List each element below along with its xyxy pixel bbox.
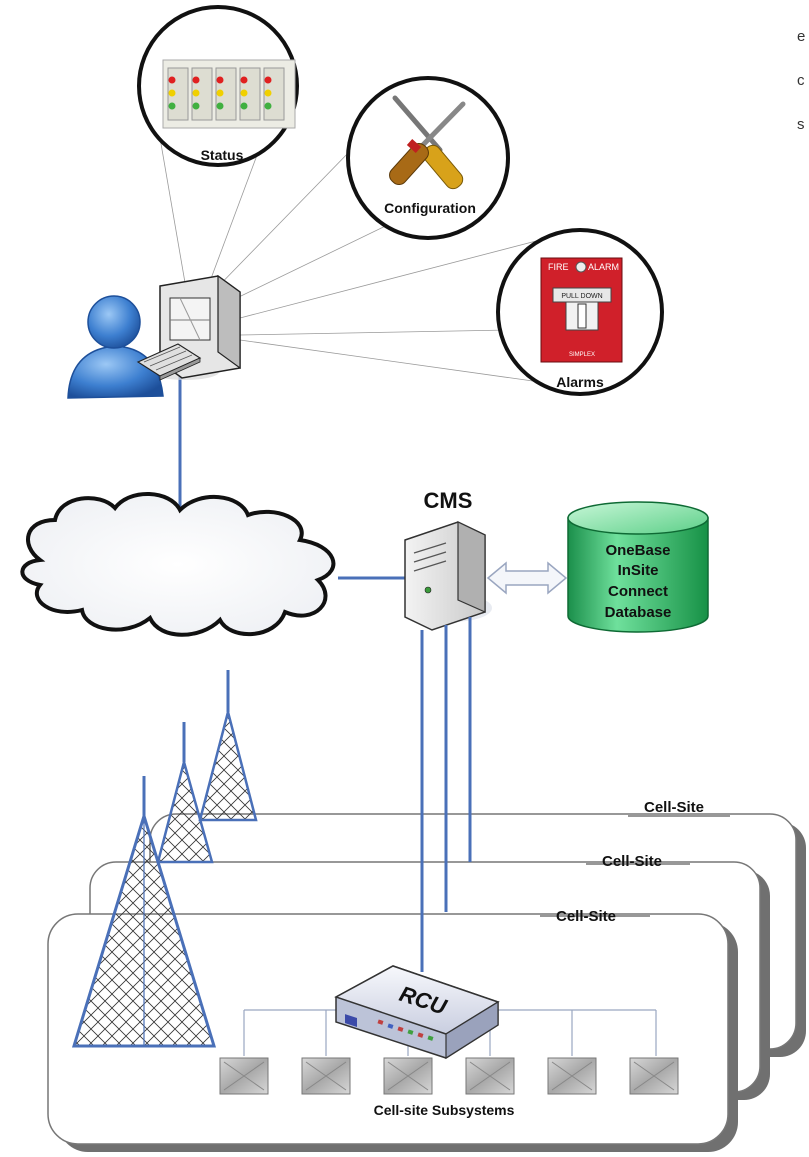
cell-tower-icon-2 bbox=[156, 722, 214, 864]
callout-lines bbox=[149, 79, 541, 383]
side-text-3: s bbox=[797, 116, 805, 133]
cms-server: CMS bbox=[338, 488, 492, 631]
workstation bbox=[67, 274, 241, 516]
alarms-callout: FIRE ALARM PULL DOWN SIMPLEX Alarms bbox=[496, 228, 664, 396]
power-led-icon bbox=[424, 586, 432, 594]
alarm-pull-text: PULL DOWN bbox=[561, 293, 602, 300]
keyboard-icon bbox=[136, 343, 202, 381]
configuration-label: Configuration bbox=[384, 200, 476, 216]
side-text-2: c bbox=[797, 72, 805, 89]
fire-alarm-icon: FIRE ALARM PULL DOWN SIMPLEX bbox=[540, 257, 623, 363]
rcu-device: RCU bbox=[334, 965, 500, 1060]
alarms-label: Alarms bbox=[556, 374, 604, 390]
status-label: Status bbox=[201, 147, 244, 163]
status-callout: Status bbox=[137, 5, 299, 167]
database-cylinder: OneBase InSite Connect Database bbox=[567, 501, 709, 633]
status-light-icon bbox=[167, 67, 285, 121]
subsystem-box-icon-3 bbox=[383, 1057, 433, 1095]
alarm-fire-text: FIRE bbox=[548, 262, 569, 272]
alarm-alarm-text: ALARM bbox=[588, 262, 619, 272]
cell-site-label-1: Cell-Site bbox=[644, 799, 704, 816]
subsystem-box-icon-2 bbox=[301, 1057, 351, 1095]
user-icon bbox=[67, 295, 164, 399]
db-line-3: Connect bbox=[608, 583, 668, 600]
db-line-4: Database bbox=[605, 604, 672, 621]
subsystems-label: Cell-site Subsystems bbox=[374, 1102, 515, 1118]
cell-site-label-2: Cell-Site bbox=[602, 853, 662, 870]
subsystem-boxes bbox=[219, 1057, 679, 1095]
rcu-leds bbox=[377, 1019, 434, 1041]
configuration-callout: Configuration bbox=[346, 76, 510, 240]
db-line-2: InSite bbox=[618, 562, 659, 579]
subsystem-box-icon bbox=[219, 1057, 269, 1095]
cell-towers bbox=[156, 670, 258, 864]
cell-site-label-3: Cell-Site bbox=[556, 908, 616, 925]
screwdriver-icon bbox=[389, 95, 466, 190]
cms-label: CMS bbox=[424, 488, 473, 513]
side-text-1: e bbox=[797, 28, 806, 45]
db-line-1: OneBase bbox=[605, 542, 670, 559]
network-cloud bbox=[20, 492, 336, 637]
cell-tower-front bbox=[71, 776, 217, 1048]
cell-tower-icon bbox=[198, 670, 258, 822]
subsystem-box-icon-4 bbox=[465, 1057, 515, 1095]
cell-site-labels: Cell-Site Cell-Site Cell-Site bbox=[540, 799, 730, 925]
subsystem-box-icon-6 bbox=[629, 1057, 679, 1095]
subsystem-box-icon-5 bbox=[547, 1057, 597, 1095]
alarm-brand-text: SIMPLEX bbox=[569, 352, 595, 358]
double-arrow-icon bbox=[486, 561, 568, 595]
